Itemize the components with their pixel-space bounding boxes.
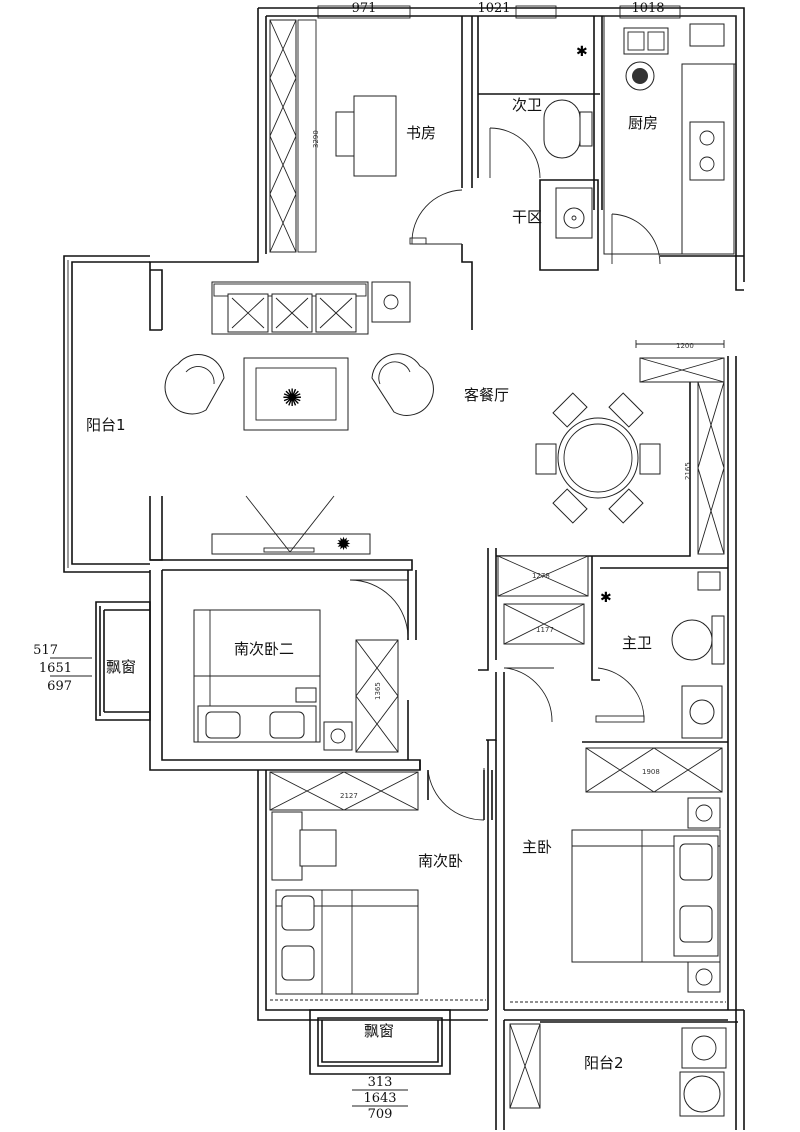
dimension-labels: 1021 971 1018 517 1651 697 313 1643 709 (33, 1, 664, 1122)
cabinet-dim-1177: 1177 (536, 626, 554, 634)
label-master-bath: 主卫 (622, 634, 652, 652)
bay-bottom-dim-2: 1643 (363, 1091, 396, 1106)
label-master-bedroom: 主卧 (522, 838, 552, 856)
living-furniture: ✺ ✹ 1200 2165 (164, 281, 725, 555)
label-second-bath: 次卫 (512, 96, 542, 114)
label-dry-area: 干区 (512, 208, 542, 226)
label-south-bedroom: 南次卧 (418, 852, 463, 870)
room-labels: 书房 次卫 厨房 干区 客餐厅 阳台1 南次卧二 飘窗 主卫 南次卧 主卧 飘窗… (86, 96, 658, 1072)
wardrobe-dim-1200: 1200 (676, 342, 694, 350)
label-study: 书房 (406, 124, 436, 142)
second-bath-furniture: ✱ (489, 44, 661, 265)
shower-icon-2: ✱ (600, 590, 612, 606)
master-cabinet-dim: 1908 (642, 768, 660, 776)
shower-icon: ✱ (576, 44, 588, 60)
master-bedroom-furniture (509, 797, 727, 1117)
label-bay-window-bottom: 飘窗 (364, 1022, 394, 1040)
cabinet-dim-1278: 1278 (532, 572, 550, 580)
top-dim-left: 971 (352, 1, 377, 16)
cabinet-dim-2165: 2165 (684, 462, 692, 480)
south-wardrobe-dim: 2127 (340, 792, 358, 800)
bay-left-dim-3: 697 (47, 679, 72, 694)
master-bath-furniture: 1278 1177 ✱ 1908 (497, 555, 725, 793)
kitchen-furniture (603, 15, 737, 255)
study-dim: 3290 (312, 130, 320, 148)
bay-bottom-dim-3: 709 (368, 1107, 393, 1122)
label-kitchen: 厨房 (628, 114, 658, 132)
label-south-bedroom-2: 南次卧二 (234, 640, 294, 658)
plant-icon: ✹ (336, 534, 351, 555)
bay-left-dim-1: 517 (33, 643, 58, 658)
bedroom2-wardrobe-dim: 1365 (374, 682, 382, 700)
bedroom2-furniture: 1365 (193, 579, 409, 753)
top-dim-mid: 1021 (477, 1, 510, 16)
label-balcony-2: 阳台2 (584, 1054, 624, 1072)
label-living-dining: 客餐厅 (464, 386, 509, 404)
label-balcony-1: 阳台1 (86, 416, 126, 434)
bay-left-dim-2: 1651 (39, 661, 72, 676)
label-bay-window-left: 飘窗 (106, 658, 136, 676)
study-furniture: 3290 (269, 5, 681, 253)
south-bedroom-furniture: 2127 (269, 768, 486, 1001)
bay-bottom-dim-1: 313 (368, 1075, 393, 1090)
flower-icon: ✺ (282, 384, 302, 412)
top-dim-right: 1018 (631, 1, 664, 16)
